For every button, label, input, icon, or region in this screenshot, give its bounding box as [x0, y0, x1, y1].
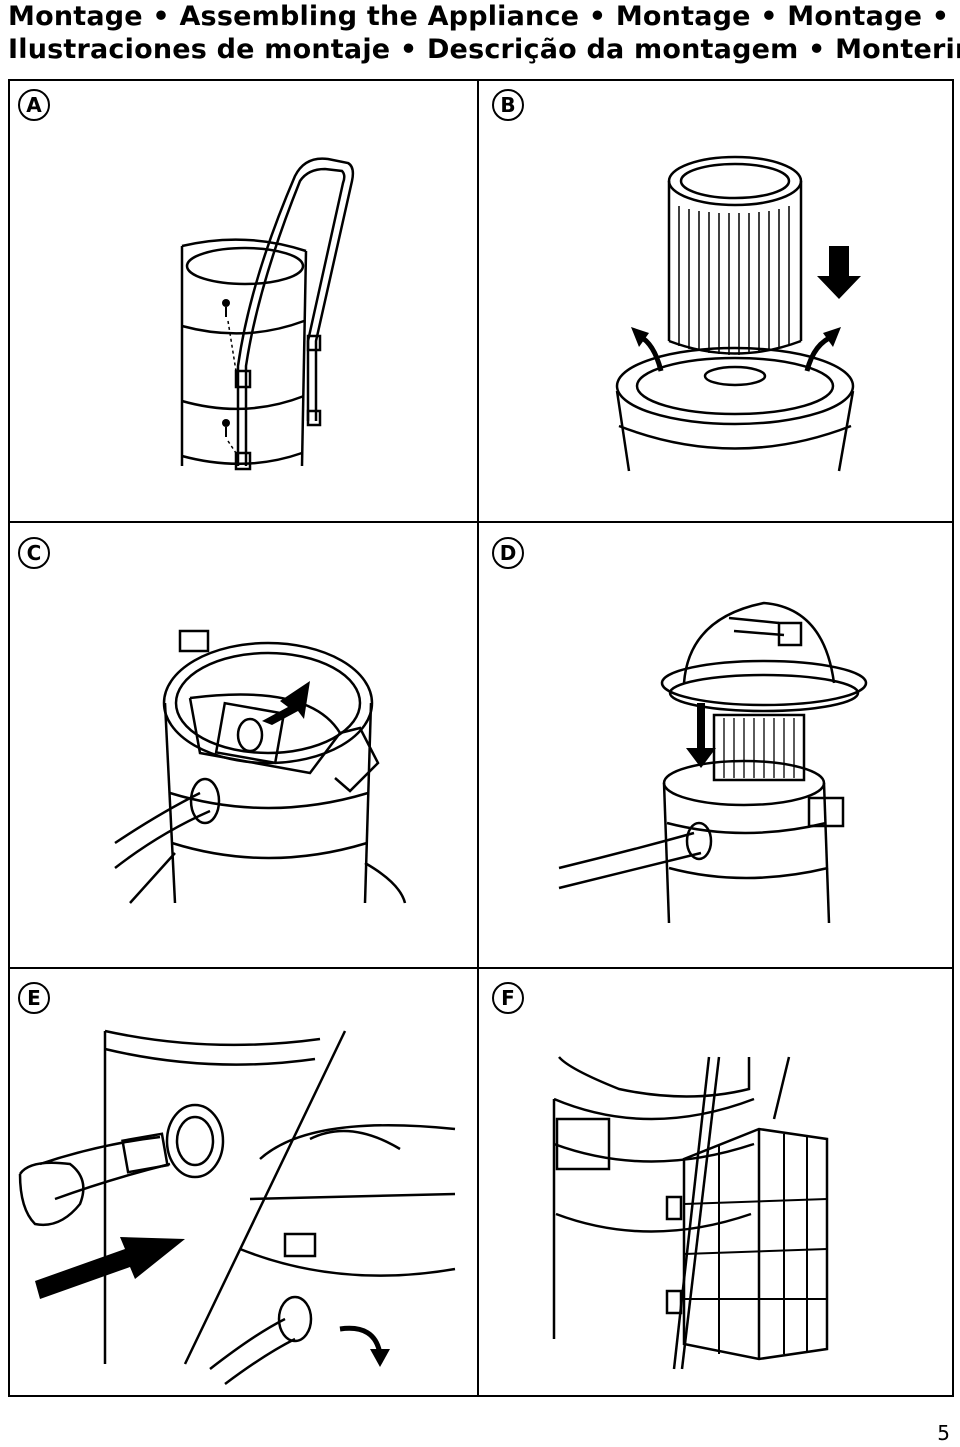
panel-b: B: [479, 81, 952, 521]
panel-label-a: A: [18, 89, 50, 121]
panel-label-d: D: [492, 537, 524, 569]
page-number: 5: [937, 1421, 950, 1445]
handle-mounting-illustration: [180, 157, 355, 471]
accessory-basket-illustration: [552, 1056, 829, 1370]
header-title-line-2: Ilustraciones de montaje • Descrição da …: [8, 34, 960, 65]
illustration-grid: [8, 79, 954, 1397]
filter-insertion-illustration: [615, 155, 861, 472]
panel-c: C: [10, 523, 477, 967]
motor-head-attachment-illustration: [558, 601, 868, 924]
panel-d: D: [479, 523, 952, 967]
page-header: Montage • Assembling the Appliance • Mon…: [8, 0, 960, 66]
dust-bag-insertion-illustration: [114, 629, 407, 904]
hose-connection-illustration: [18, 1029, 456, 1386]
grid-divider-vertical: [477, 79, 479, 1397]
grid-divider-row-2: [8, 967, 954, 969]
grid-divider-row-1: [8, 521, 954, 523]
panel-label-c: C: [18, 537, 50, 569]
panel-f: F: [479, 969, 952, 1397]
panel-a: A: [10, 81, 477, 521]
panel-label-f: F: [492, 982, 524, 1014]
panel-e: E: [10, 969, 477, 1397]
panel-label-b: B: [492, 89, 524, 121]
panel-label-e: E: [18, 982, 50, 1014]
header-title-line-1: Montage • Assembling the Appliance • Mon…: [8, 1, 950, 32]
